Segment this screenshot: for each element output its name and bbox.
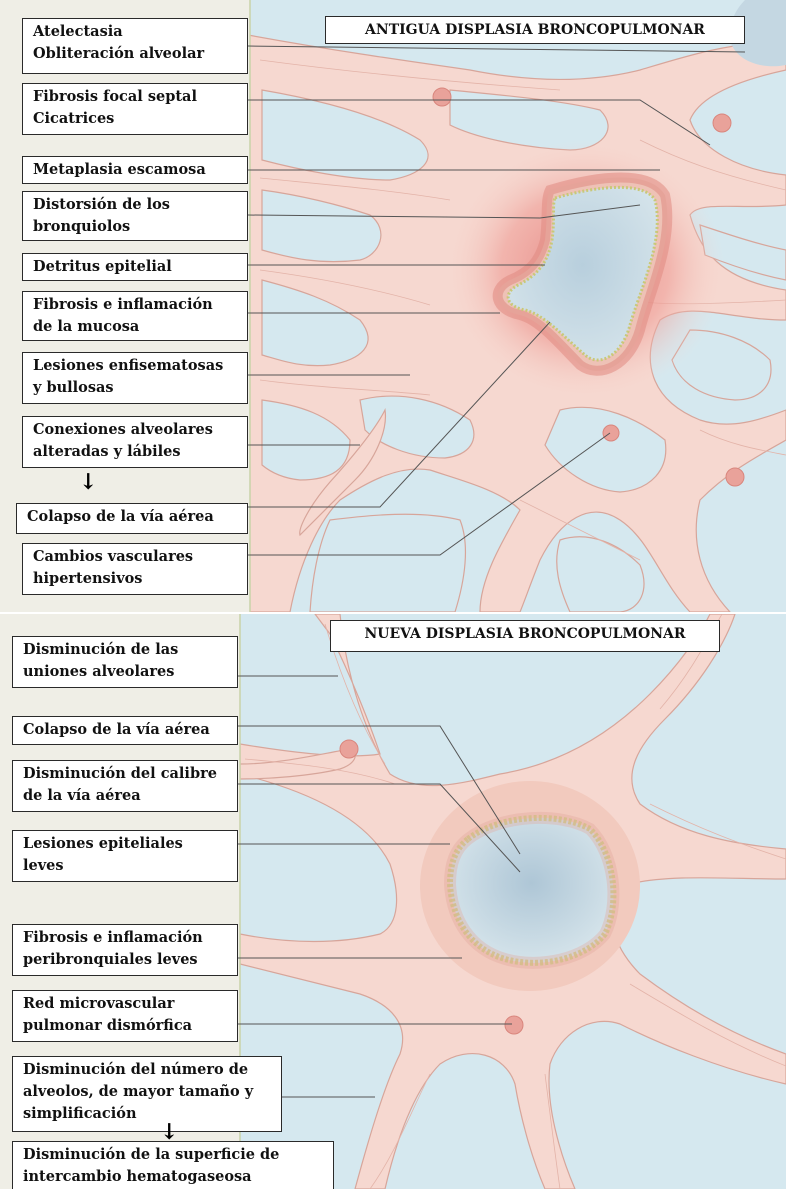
label-vascular-changes: Cambios vasculares hipertensivos	[22, 543, 248, 595]
label-bronchiole-distortion: Distorsión de los bronquiolos	[22, 191, 248, 241]
label-alveoli-simplification: Disminución del número de alveolos, de m…	[12, 1056, 282, 1132]
label-alveolar-connections: Conexiones alveolares alteradas y lábile…	[22, 416, 248, 468]
arrow-down-icon: ↓	[160, 1121, 178, 1143]
old-bpd-title: ANTIGUA DISPLASIA BRONCOPULMONAR	[325, 16, 745, 44]
new-bpd-title: NUEVA DISPLASIA BRONCOPULMONAR	[330, 620, 720, 652]
label-airway-caliber: Disminución del calibre de la vía aérea	[12, 760, 238, 812]
distorted-bronchiole	[445, 140, 725, 400]
label-epithelial-lesions: Lesiones epiteliales leves	[12, 830, 238, 882]
label-peribronchial-fibrosis: Fibrosis e inflamación peribronquiales l…	[12, 924, 238, 976]
panel-new-bpd: NUEVA DISPLASIA BRONCOPULMONAR Disminuci…	[0, 614, 786, 1189]
label-atelectasis: Atelectasia Obliteración alveolar	[22, 18, 248, 74]
label-alveolar-unions: Disminución de las uniones alveolares	[12, 636, 238, 688]
panel-old-bpd: ANTIGUA DISPLASIA BRONCOPULMONAR Atelect…	[0, 0, 786, 612]
label-exchange-surface: Disminución de la superficie de intercam…	[12, 1141, 334, 1189]
label-epithelial-debris: Detritus epitelial	[22, 253, 248, 281]
arrow-down-icon: ↓	[79, 471, 97, 493]
label-septal-fibrosis: Fibrosis focal septal Cicatrices	[22, 83, 248, 135]
label-microvascular-network: Red microvascular pulmonar dismórfica	[12, 990, 238, 1042]
label-emphysematous-lesions: Lesiones enfisematosas y bullosas	[22, 352, 248, 404]
label-squamous-metaplasia: Metaplasia escamosa	[22, 156, 248, 184]
label-mucosal-fibrosis: Fibrosis e inflamación de la mucosa	[22, 291, 248, 341]
label-airway-collapse-new: Colapso de la vía aérea	[12, 716, 238, 745]
label-airway-collapse-old: Colapso de la vía aérea	[16, 503, 248, 534]
small-bronchiole	[420, 781, 640, 991]
